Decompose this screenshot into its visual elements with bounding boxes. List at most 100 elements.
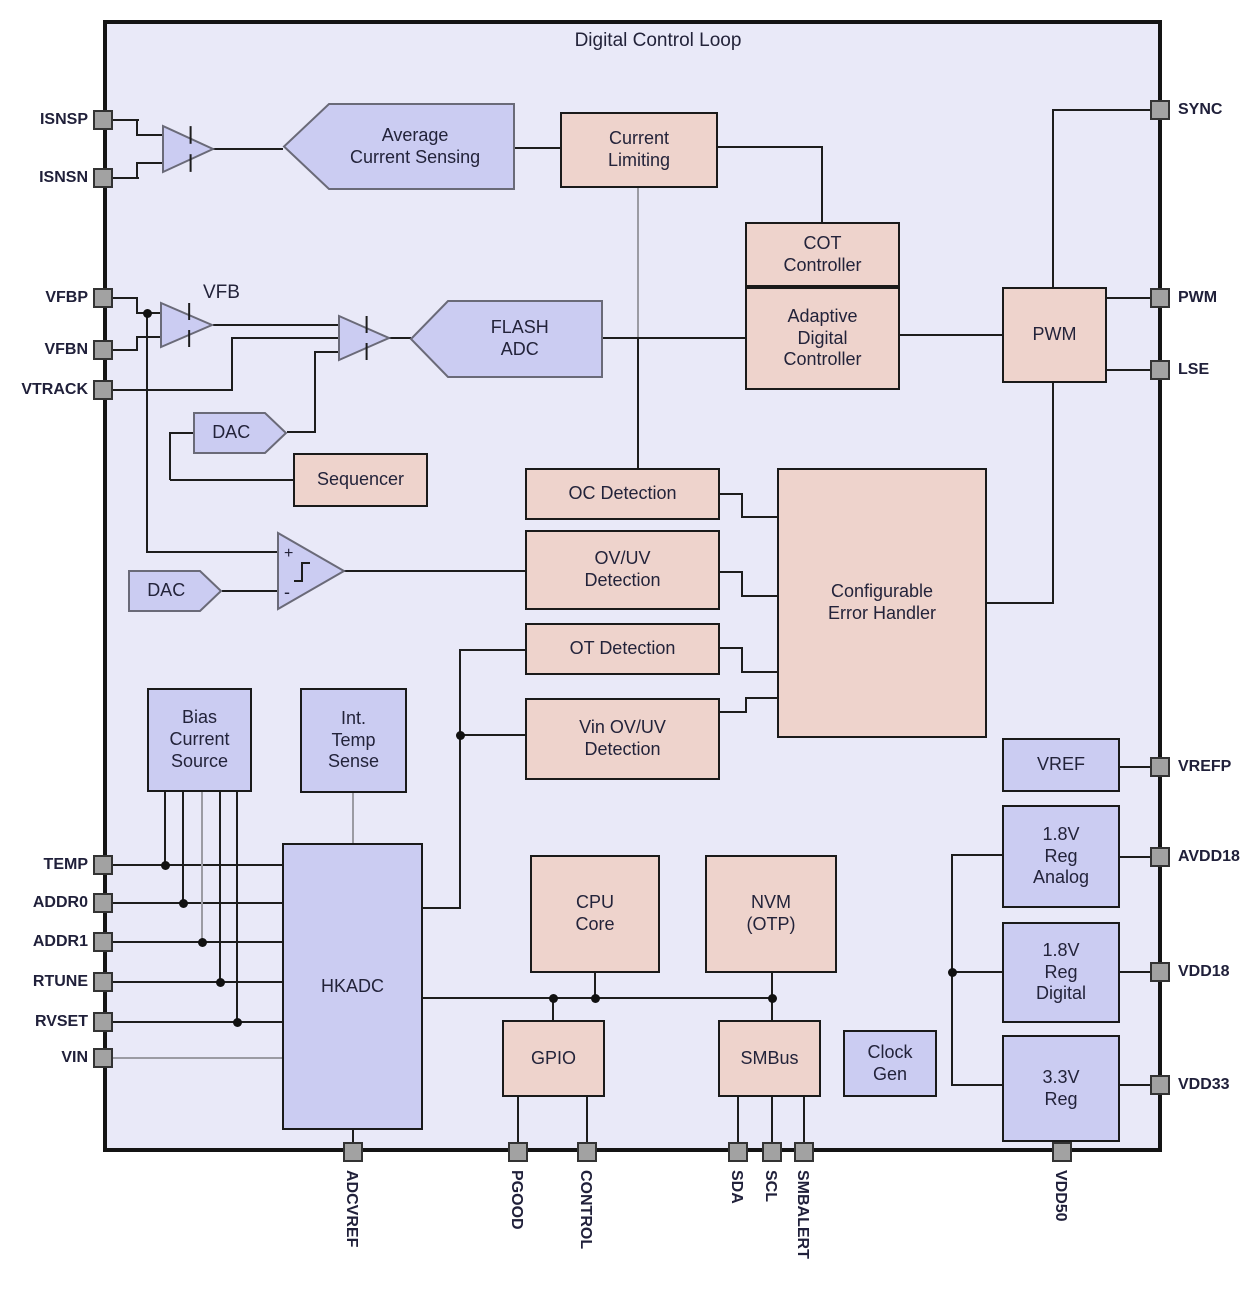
block-int-temp-sense: Int. Temp Sense	[300, 688, 407, 793]
junction-dot	[590, 993, 600, 1003]
wire	[1053, 109, 1151, 111]
wire	[113, 297, 137, 299]
junction-dot	[767, 993, 777, 1003]
pin-avdd18	[1150, 847, 1170, 867]
avg-current-sensing-shape	[282, 103, 515, 190]
block-ot-detection: OT Detection	[525, 623, 720, 675]
junction-dot	[178, 898, 188, 908]
wire	[459, 649, 461, 909]
pin-vrefp	[1150, 757, 1170, 777]
wire	[741, 516, 778, 518]
block-cpu-core: CPU Core	[530, 855, 660, 973]
wire	[1120, 766, 1150, 768]
pin-label-adcvref: ADCVREF	[343, 1170, 360, 1248]
wire	[388, 337, 411, 339]
wire	[720, 711, 747, 713]
pin-label-vfbp: VFBP	[45, 289, 88, 306]
block-reg-3v3: 3.3V Reg	[1002, 1035, 1120, 1142]
pin-label-vdd33: VDD33	[1178, 1076, 1230, 1093]
wire	[113, 864, 283, 866]
wire	[951, 1084, 1002, 1086]
block-clock-gen: Clock Gen	[843, 1030, 937, 1097]
wire	[113, 177, 139, 179]
wire	[352, 1130, 354, 1143]
flash-adc-label: FLASH ADC	[490, 317, 549, 359]
wire	[987, 602, 1054, 604]
pin-rtune	[93, 972, 113, 992]
pin-label-pwm: PWM	[1178, 289, 1218, 306]
wire	[113, 981, 283, 983]
pin-adcvref	[343, 1142, 363, 1162]
wire	[745, 697, 778, 699]
pin-control	[577, 1142, 597, 1162]
pin-label-rtune: RTUNE	[32, 973, 88, 990]
block-cot-controller: COT Controller	[745, 222, 900, 287]
wire	[594, 973, 596, 999]
ovuv-comparator: +-	[277, 531, 347, 611]
wire	[136, 162, 138, 178]
pin-addr1	[93, 932, 113, 952]
pin-vtrack	[93, 380, 113, 400]
current-sense-amp	[162, 124, 216, 174]
pin-label-control: CONTROL	[577, 1170, 594, 1250]
junction-dot	[215, 977, 225, 987]
block-dac-vfb: DAC	[193, 412, 288, 454]
pin-isnsp	[93, 110, 113, 130]
avg-current-sensing-label: Average Current Sensing	[350, 124, 481, 167]
pin-label-avdd18: AVDD18	[1178, 848, 1240, 865]
junction-dot	[160, 860, 170, 870]
pin-label-rvset: RVSET	[34, 1013, 88, 1030]
block-reg-1v8-digital: 1.8V Reg Digital	[1002, 922, 1120, 1023]
vfb-amp	[160, 301, 215, 349]
wire	[771, 1097, 773, 1143]
wire	[720, 493, 743, 495]
flash-adc-shape	[409, 300, 603, 378]
pin-label-smbalert: SMBALERT	[794, 1170, 811, 1259]
pin-vfbn	[93, 340, 113, 360]
wire	[637, 338, 639, 469]
wire	[113, 119, 139, 121]
wire	[1052, 109, 1054, 288]
pin-label-addr0: ADDR0	[32, 894, 88, 911]
junction-dot	[197, 937, 207, 947]
pin-label-vtrack: VTRACK	[21, 381, 88, 398]
wire	[146, 551, 278, 553]
pin-label-sync: SYNC	[1178, 101, 1223, 118]
pin-label-vdd50: VDD50	[1052, 1170, 1069, 1222]
wire	[459, 649, 526, 651]
wire	[423, 907, 460, 909]
wire	[586, 1097, 588, 1143]
block-adaptive-digital-controller: Adaptive Digital Controller	[745, 287, 900, 390]
wire	[515, 147, 560, 149]
pin-vdd18	[1150, 962, 1170, 982]
pin-label-sda: SDA	[728, 1170, 745, 1204]
wire	[169, 432, 171, 480]
pin-pwm	[1150, 288, 1170, 308]
wire	[146, 313, 148, 553]
pin-sync	[1150, 100, 1170, 120]
wire	[718, 146, 822, 148]
block-smbus: SMBus	[718, 1020, 821, 1097]
pin-label-temp: TEMP	[43, 856, 88, 873]
wire	[741, 671, 778, 673]
pin-rvset	[93, 1012, 113, 1032]
wire	[182, 792, 184, 904]
wire	[136, 297, 138, 314]
pin-label-lse: LSE	[1178, 361, 1210, 378]
wire	[213, 148, 283, 150]
pin-sda	[728, 1142, 748, 1162]
pin-label-isnsp: ISNSP	[39, 111, 88, 128]
comparator-plus-input: +	[284, 545, 293, 562]
vfb-net-label: VFB	[203, 282, 240, 303]
junction-dot	[142, 308, 152, 318]
wire	[741, 571, 743, 597]
block-current-limiting: Current Limiting	[560, 112, 718, 188]
wire	[951, 971, 1002, 973]
pin-label-vin: VIN	[61, 1049, 88, 1066]
block-oc-detection: OC Detection	[525, 468, 720, 520]
wire	[219, 792, 221, 983]
wire	[213, 324, 339, 326]
wire	[136, 134, 164, 136]
wire	[552, 998, 554, 1021]
